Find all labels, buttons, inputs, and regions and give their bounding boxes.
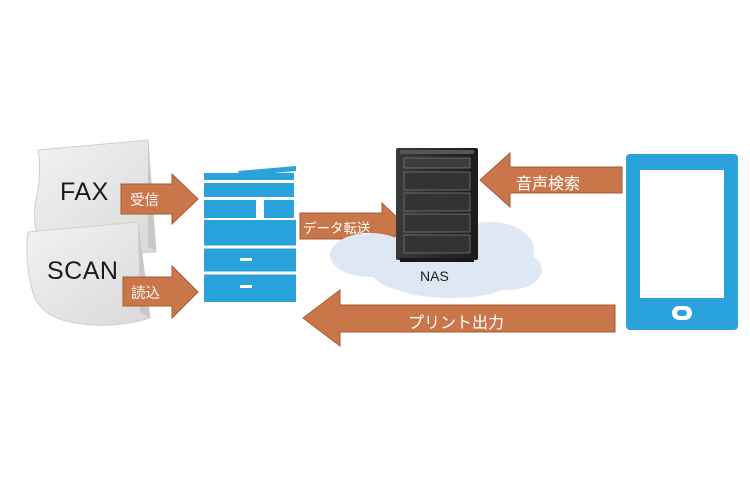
nas-server-icon [396,148,478,262]
scan-label: SCAN [47,257,119,285]
transfer-arrow-label: データ転送 [303,221,371,237]
voice-search-arrow-label: 音声検索 [516,174,581,193]
print-output-arrow-label: プリント出力 [408,313,505,332]
multifunction-printer-icon [204,166,296,302]
read-arrow-label: 読込 [131,286,160,302]
tablet-icon [626,154,738,330]
print-output-arrow [302,288,616,348]
receive-arrow [120,172,199,226]
nas-label: NAS [420,268,449,284]
cloud-icon [330,222,542,298]
fax-label: FAX [60,178,109,206]
voice-search-arrow [479,151,623,209]
read-arrow [122,264,199,320]
receive-arrow-label: 受信 [130,193,159,209]
